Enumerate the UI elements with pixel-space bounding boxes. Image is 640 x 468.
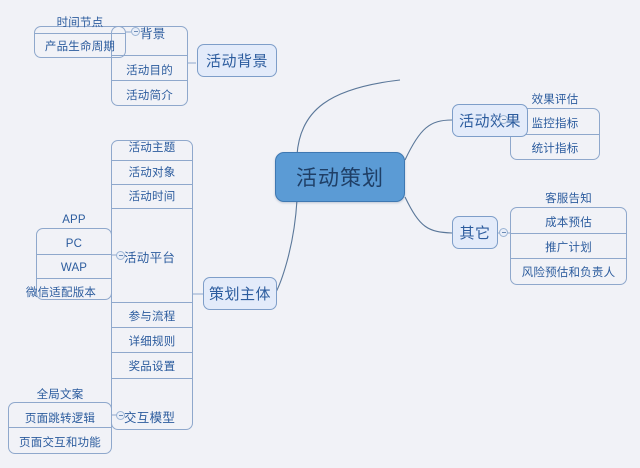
node-global-copy[interactable]: 全局文案 <box>10 384 110 404</box>
collapse-toggle-others[interactable] <box>499 228 508 237</box>
node-prize-setting[interactable]: 奖品设置 <box>113 356 191 376</box>
node-platform-pc[interactable]: PC <box>38 234 110 254</box>
node-activity-target[interactable]: 活动对象 <box>113 162 191 182</box>
label-global-copy: 全局文案 <box>36 389 84 401</box>
node-activity-purpose[interactable]: 活动目的 <box>113 60 186 80</box>
node-effect-evaluation[interactable]: 效果评估 <box>512 89 598 109</box>
label-platform-pc: PC <box>65 238 83 250</box>
label-effect-evaluation: 效果评估 <box>531 94 579 106</box>
edge-root-to-others <box>404 196 453 234</box>
node-activity-theme[interactable]: 活动主题 <box>113 137 191 157</box>
node-platform-wechat[interactable]: 微信适配版本 <box>12 282 110 302</box>
divider-pb-4 <box>111 302 193 303</box>
divider-ot-1 <box>510 233 627 234</box>
node-customer-service-notice[interactable]: 客服告知 <box>512 188 625 208</box>
bracket-interaction-model-children <box>8 402 112 454</box>
label-statistic-metrics: 统计指标 <box>531 143 579 155</box>
label-platform-app: APP <box>62 214 86 226</box>
label-promotion-plan: 推广计划 <box>545 242 592 254</box>
collapse-toggle-activity-effect[interactable] <box>499 115 508 124</box>
branch-label-activity-background: 活动背景 <box>205 53 268 70</box>
node-detail-rules[interactable]: 详细规则 <box>113 331 191 351</box>
bracket-others-children <box>510 207 627 285</box>
label-interaction-model: 交互模型 <box>124 410 176 425</box>
root-node-label: 活动策划 <box>296 167 384 190</box>
label-product-lifecycle: 产品生命周期 <box>44 41 116 53</box>
label-activity-time: 活动时间 <box>128 191 176 203</box>
label-detail-rules: 详细规则 <box>128 336 176 348</box>
node-interaction-model[interactable]: 交互模型 <box>124 406 190 426</box>
divider-ab-1 <box>111 55 188 56</box>
label-customer-service-notice: 客服告知 <box>545 193 592 205</box>
branch-node-planning-body[interactable]: 策划主体 <box>203 277 277 310</box>
node-page-jump-logic[interactable]: 页面跳转逻辑 <box>10 408 110 428</box>
divider-ab-2 <box>111 80 188 81</box>
label-time-point: 时间节点 <box>56 17 104 29</box>
edge-root-to-planning-body <box>274 199 298 295</box>
label-page-jump-logic: 页面跳转逻辑 <box>24 413 96 425</box>
node-activity-intro[interactable]: 活动简介 <box>113 85 186 105</box>
branch-node-activity-background[interactable]: 活动背景 <box>197 44 277 77</box>
label-background: 背景 <box>140 26 166 41</box>
divider-pb-6 <box>111 352 193 353</box>
label-risk-and-owner: 风险预估和负责人 <box>521 267 616 279</box>
label-platform-wap: WAP <box>60 262 88 274</box>
label-monitor-metrics: 监控指标 <box>531 118 579 130</box>
divider-pb-7 <box>111 378 193 379</box>
branch-label-planning-body: 策划主体 <box>208 286 271 303</box>
label-activity-platform: 活动平台 <box>124 250 176 265</box>
divider-pb-5 <box>111 327 193 328</box>
label-cost-estimate: 成本预估 <box>545 217 592 229</box>
node-risk-and-owner[interactable]: 风险预估和负责人 <box>512 262 625 282</box>
node-promotion-plan[interactable]: 推广计划 <box>512 237 625 257</box>
collapse-toggle-interaction-model[interactable] <box>116 411 125 420</box>
node-background[interactable]: 背景 <box>140 22 188 42</box>
edge-root-to-activity-effect <box>404 119 453 161</box>
branch-label-others: 其它 <box>459 225 491 242</box>
label-activity-intro: 活动简介 <box>126 90 173 102</box>
node-activity-platform[interactable]: 活动平台 <box>124 246 190 266</box>
node-statistic-metrics[interactable]: 统计指标 <box>512 138 598 158</box>
node-cost-estimate[interactable]: 成本预估 <box>512 212 625 232</box>
label-join-process: 参与流程 <box>128 311 176 323</box>
divider-pb-1 <box>111 160 193 161</box>
bracket-activity-platform-children <box>36 228 112 300</box>
divider-bg-1 <box>34 33 126 34</box>
node-join-process[interactable]: 参与流程 <box>113 306 191 326</box>
bracket-activity-background-children <box>111 26 188 106</box>
edge-root-to-activity-background <box>296 79 401 156</box>
divider-im-1 <box>8 427 112 428</box>
label-activity-target: 活动对象 <box>128 167 176 179</box>
node-page-interaction[interactable]: 页面交互和功能 <box>10 432 110 452</box>
divider-pb-3 <box>111 208 193 209</box>
divider-ap-2 <box>36 278 112 279</box>
branch-node-others[interactable]: 其它 <box>452 216 498 249</box>
node-platform-app[interactable]: APP <box>38 210 110 230</box>
label-page-interaction: 页面交互和功能 <box>19 437 101 449</box>
node-activity-time[interactable]: 活动时间 <box>113 186 191 206</box>
label-prize-setting: 奖品设置 <box>128 361 176 373</box>
collapse-toggle-activity-platform[interactable] <box>116 251 125 260</box>
root-node[interactable]: 活动策划 <box>275 152 405 202</box>
label-platform-wechat: 微信适配版本 <box>25 287 97 299</box>
bracket-background-children <box>34 26 126 58</box>
node-monitor-metrics[interactable]: 监控指标 <box>512 113 598 133</box>
node-platform-wap[interactable]: WAP <box>38 258 110 278</box>
node-time-point[interactable]: 时间节点 <box>36 12 124 32</box>
label-activity-purpose: 活动目的 <box>126 65 173 77</box>
divider-ap-1 <box>36 254 112 255</box>
collapse-toggle-background[interactable] <box>131 27 140 36</box>
node-product-lifecycle[interactable]: 产品生命周期 <box>36 36 124 56</box>
divider-ae-1 <box>510 134 600 135</box>
label-activity-theme: 活动主题 <box>128 142 176 154</box>
divider-pb-2 <box>111 184 193 185</box>
divider-ot-2 <box>510 258 627 259</box>
